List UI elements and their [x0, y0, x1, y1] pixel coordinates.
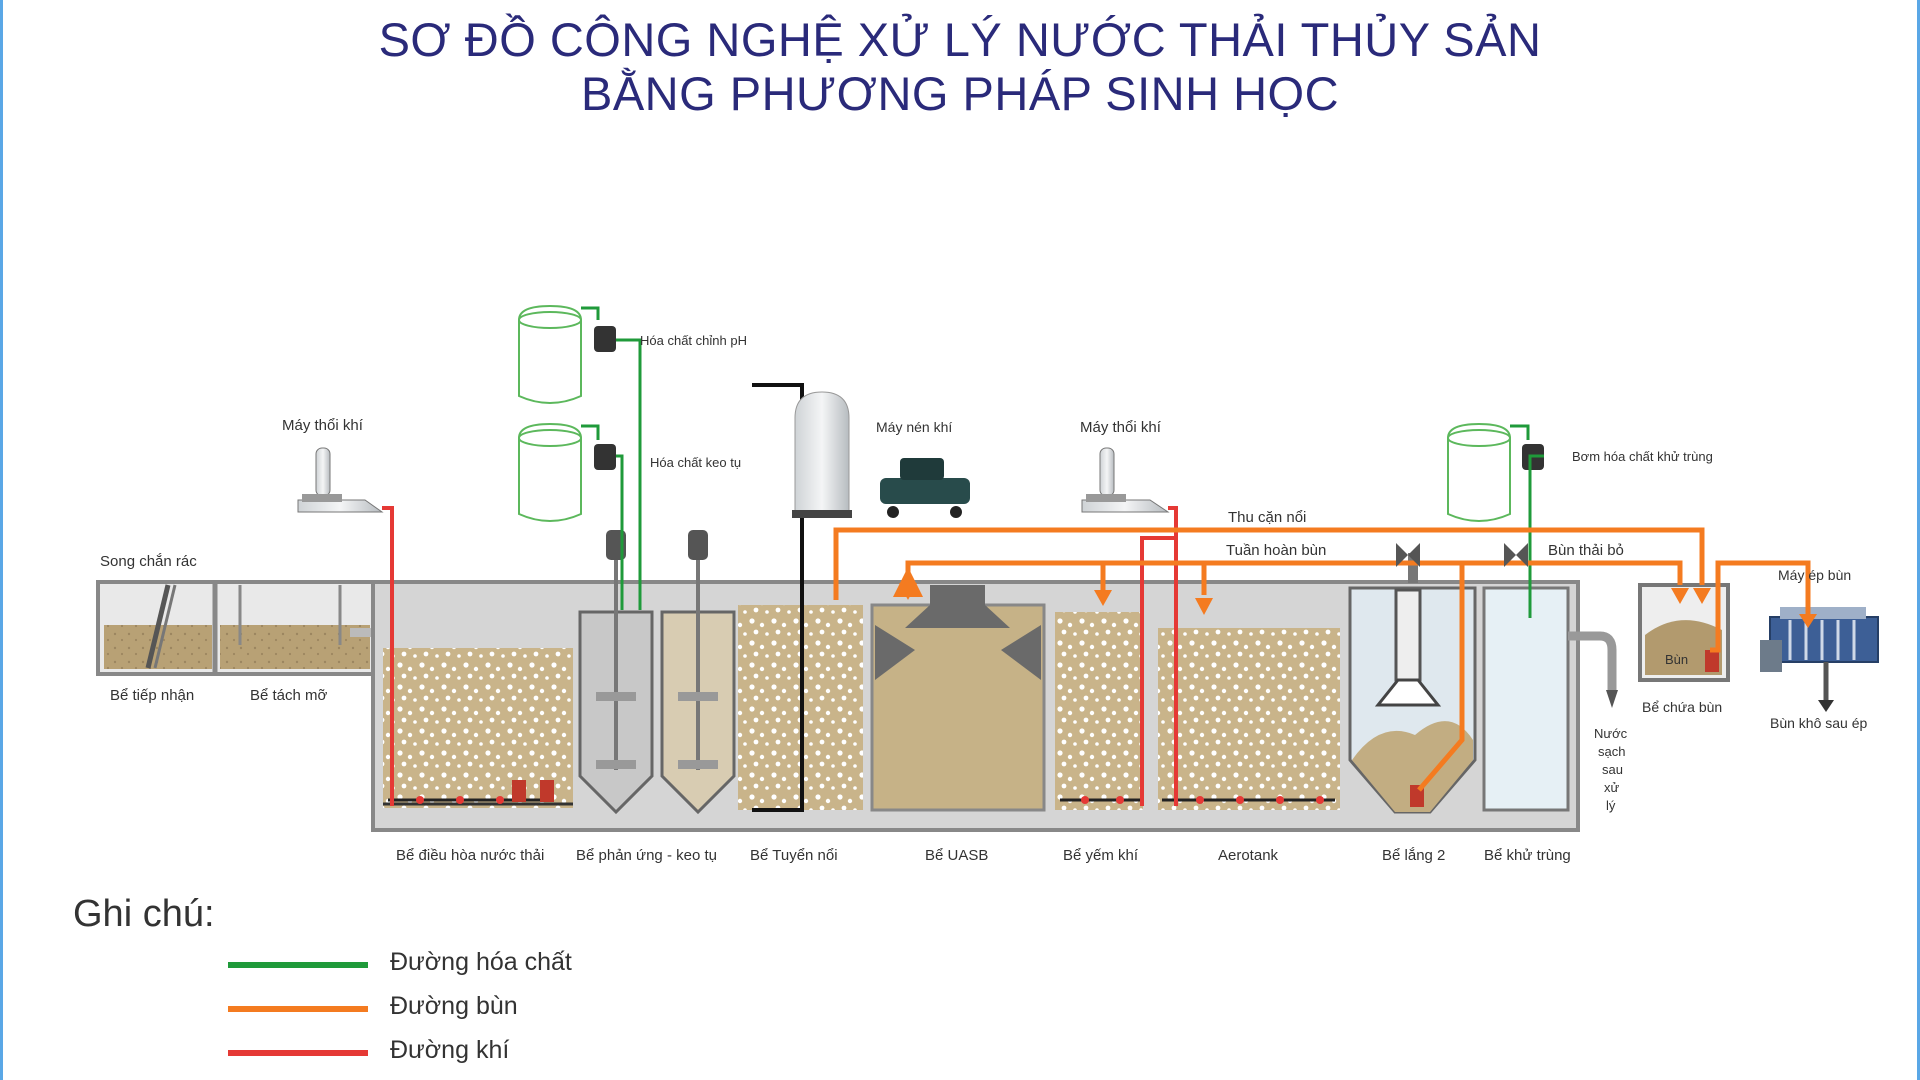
disinfection-tank — [1482, 586, 1570, 812]
label-nuoc-sach-2: sạch — [1598, 744, 1625, 759]
legend-item-chemical: Đường hóa chất — [228, 944, 828, 984]
legend-item-air: Đường khí — [228, 1032, 828, 1072]
legend-label-chemical: Đường hóa chất — [390, 948, 572, 976]
anoxic-tank-fill — [1055, 612, 1143, 810]
label-be-khu-trung: Bể khử trùng — [1484, 847, 1571, 864]
label-thu-can-noi: Thu cặn nổi — [1228, 509, 1306, 526]
legend-label-air: Đường khí — [390, 1036, 510, 1064]
filter-press — [1760, 607, 1879, 712]
label-nuoc-sach-5: lý — [1606, 798, 1616, 813]
label-may-thoi-khi-2: Máy thổi khí — [1080, 419, 1162, 436]
label-tuan-hoan-bun: Tuần hoàn bùn — [1226, 542, 1326, 559]
pipe-to-equalization — [350, 628, 390, 637]
valves — [1396, 543, 1528, 567]
pump-2 — [540, 780, 554, 802]
label-bun: Bùn — [1665, 652, 1688, 667]
title-line-2: BẰNG PHƯƠNG PHÁP SINH HỌC — [580, 67, 1340, 120]
label-hoa-chat-chinh-ph: Hóa chất chỉnh pH — [640, 333, 747, 348]
flotation-air-line — [752, 383, 804, 812]
bar-screen — [145, 584, 171, 669]
diffuser-lines — [388, 780, 1424, 807]
legend-label-sludge: Đường bùn — [390, 992, 518, 1020]
label-song-chan-rac: Song chắn rác — [100, 553, 197, 570]
label-be-chua-bun: Bể chứa bùn — [1642, 699, 1722, 715]
chemical-tank-disinfect-icon — [1447, 422, 1544, 522]
left-border — [0, 0, 3, 1080]
label-bom-hoa-chat: Bơm hóa chất khử trùng — [1572, 449, 1713, 464]
legend-swatch-sludge — [228, 1006, 368, 1012]
label-nuoc-sach-1: Nước — [1594, 726, 1628, 741]
legend-title: Ghi chú: — [73, 893, 215, 935]
blower-1-icon — [297, 447, 384, 513]
label-be-tuyen-noi: Bể Tuyển nổi — [750, 847, 838, 864]
label-nuoc-sach-3: sau — [1602, 762, 1623, 777]
sludge-lines — [833, 527, 1817, 792]
label-be-yem-khi: Bể yếm khí — [1063, 847, 1139, 864]
grease-tank-fill — [220, 625, 370, 669]
outlet-pipe — [1568, 631, 1617, 690]
chemical-tank-coagulant-icon — [518, 422, 616, 522]
legend-swatch-chemical — [228, 962, 368, 968]
legend-item-sludge: Đường bùn — [228, 988, 828, 1028]
aerotank-fill — [1158, 628, 1340, 810]
title-line-1: SƠ ĐỒ CÔNG NGHỆ XỬ LÝ NƯỚC THẢI THỦY SẢN — [378, 13, 1542, 66]
right-border — [1917, 0, 1920, 1080]
chemical-tank-ph-icon — [518, 304, 616, 404]
mixer-motor-2 — [688, 530, 708, 560]
label-be-uasb: Bể UASB — [925, 847, 988, 864]
label-be-tach-mo: Bể tách mỡ — [250, 687, 328, 704]
legend-swatch-air — [228, 1050, 368, 1056]
label-may-thoi-khi-1: Máy thổi khí — [282, 417, 364, 434]
pressure-vessel-icon — [792, 391, 852, 518]
uasb-tank — [870, 585, 1046, 812]
air-compressor-icon — [880, 458, 970, 518]
label-be-tiep-nhan: Bể tiếp nhận — [110, 687, 194, 704]
label-nuoc-sach-4: xử — [1604, 780, 1620, 795]
label-be-dieu-hoa: Bể điều hòa nước thải — [396, 847, 544, 864]
pump-1 — [512, 780, 526, 802]
label-hoa-chat-keo-tu: Hóa chất keo tụ — [650, 455, 741, 470]
blower-2-icon — [1081, 447, 1170, 513]
label-aerotank: Aerotank — [1218, 847, 1279, 864]
label-be-phan-ung: Bể phản ứng - keo tụ — [576, 847, 717, 864]
clarifier-tank — [1348, 553, 1477, 814]
sludge-tank — [1638, 583, 1730, 682]
label-bun-kho: Bùn khô sau ép — [1770, 715, 1868, 731]
label-may-nen-khi: Máy nén khí — [876, 419, 952, 435]
uasb-gas-hood — [905, 585, 1010, 628]
label-be-lang-2: Bể lắng 2 — [1382, 847, 1445, 864]
air-lines — [382, 506, 1178, 806]
label-bun-thai-bo: Bùn thải bỏ — [1548, 542, 1624, 559]
label-may-ep-bun: Máy ép bùn — [1778, 567, 1851, 583]
screen-and-reception-group — [96, 580, 390, 676]
